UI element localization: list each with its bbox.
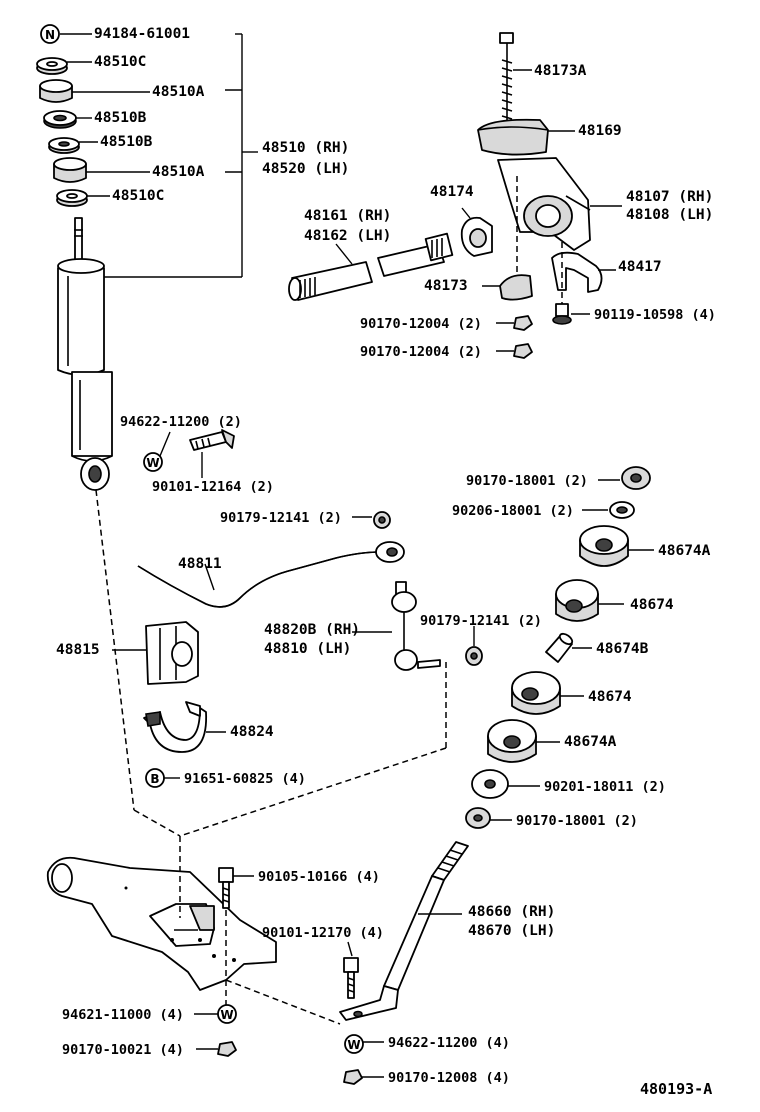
label-48107-rh: 48107 (RH) <box>626 189 714 205</box>
label-48173a: 48173A <box>534 63 587 79</box>
bolt-90101-12164 <box>189 429 235 451</box>
label-48811: 48811 <box>178 556 222 572</box>
label-94622-11200-b: 94622-11200 (4) <box>388 1035 510 1051</box>
label-48670-lh: 48670 (LH) <box>468 923 556 939</box>
bushing-48510a-top <box>39 79 73 103</box>
label-90170-18001-a: 90170-18001 (2) <box>466 473 588 489</box>
label-90179-12141-a: 90179-12141 (2) <box>220 510 342 526</box>
diagram-code: 480193-A <box>640 1080 713 1098</box>
label-48674a-lower: 48674A <box>564 734 617 750</box>
nut-90170-18001-b <box>465 807 491 829</box>
svg-text:W: W <box>220 1008 233 1022</box>
shock-absorber <box>57 217 113 491</box>
label-48674-lower: 48674 <box>588 689 632 705</box>
label-94184-61001: 94184-61001 <box>94 26 191 42</box>
label-90101-12170: 90101-12170 (4) <box>262 925 384 941</box>
label-48510a-top: 48510A <box>152 84 205 100</box>
washer-90206 <box>609 501 635 519</box>
label-90201-18011: 90201-18011 (2) <box>544 779 666 795</box>
label-90119-10598: 90119-10598 (4) <box>594 307 716 323</box>
label-48810-lh: 48810 (LH) <box>264 641 352 657</box>
label-48660-rh: 48660 (RH) <box>468 904 556 920</box>
cushion-48674a-lower <box>487 719 537 763</box>
label-48510c-lower: 48510C <box>112 188 165 204</box>
strut-bar-48660 <box>339 841 469 1021</box>
label-48162-lh: 48162 (LH) <box>304 228 392 244</box>
nut-90179-12141-b <box>465 646 483 666</box>
label-48815: 48815 <box>56 642 100 658</box>
label-90170-12004-b: 90170-12004 (2) <box>360 344 482 360</box>
cushion-48510c-lower <box>56 189 88 207</box>
washer-90201 <box>471 769 509 799</box>
svg-text:N: N <box>45 28 55 42</box>
label-48674a-upper: 48674A <box>658 543 711 559</box>
label-48510c-top: 48510C <box>94 54 147 70</box>
bracket-48107 <box>497 157 591 251</box>
cushion-48169 <box>477 118 549 156</box>
label-48820b-rh: 48820B (RH) <box>264 622 361 638</box>
collar-48674b <box>545 632 574 663</box>
washer-48510b-lower <box>48 137 80 154</box>
bushing-48510a-lower <box>53 157 87 183</box>
label-48510-rh: 48510 (RH) <box>262 140 350 156</box>
cushion-48674-lower <box>511 671 561 715</box>
lower-arm <box>46 856 277 991</box>
label-48510a-lower: 48510A <box>152 164 205 180</box>
nut-90170-12008 <box>343 1069 363 1085</box>
stabilizer-bar-48811 <box>137 541 405 608</box>
label-90170-12008: 90170-12008 (4) <box>388 1070 510 1086</box>
stabilizer-link-48820b <box>391 581 441 671</box>
cushion-48674a-upper <box>579 525 629 567</box>
label-48169: 48169 <box>578 123 622 139</box>
label-48510b-top: 48510B <box>94 110 147 126</box>
torsion-bar-48161 <box>288 232 454 301</box>
label-48510b-lower: 48510B <box>100 134 153 150</box>
label-90170-12004-a: 90170-12004 (2) <box>360 316 482 332</box>
label-48520-lh: 48520 (LH) <box>262 161 350 177</box>
label-48173: 48173 <box>424 278 468 294</box>
circle-n-marker: N <box>40 24 60 44</box>
cushion-48674-upper <box>555 579 599 622</box>
nut-90170-12004-b <box>513 343 533 359</box>
nut-90170-12004-a <box>513 315 533 331</box>
circle-w-marker-1: W <box>143 452 163 472</box>
label-90105-10166: 90105-10166 (4) <box>258 869 380 885</box>
retainer-48174 <box>460 216 493 257</box>
svg-text:W: W <box>347 1038 360 1052</box>
label-90170-18001-b: 90170-18001 (2) <box>516 813 638 829</box>
bracket-48417 <box>551 251 603 293</box>
label-48674-upper: 48674 <box>630 597 674 613</box>
circle-w-marker-3: W <box>344 1034 364 1054</box>
label-91651-60825: 91651-60825 (4) <box>184 771 306 787</box>
label-90206-18001: 90206-18001 (2) <box>452 503 574 519</box>
bolt-90101-12170 <box>343 957 359 999</box>
label-90101-12164: 90101-12164 (2) <box>152 479 274 495</box>
label-48674b: 48674B <box>596 641 649 657</box>
cushion-48510c-top <box>36 57 68 75</box>
bushing-48815 <box>145 621 199 685</box>
svg-text:B: B <box>150 772 159 786</box>
label-48824: 48824 <box>230 724 274 740</box>
label-94621-11000: 94621-11000 (4) <box>62 1007 184 1023</box>
label-48174: 48174 <box>430 184 474 200</box>
bracket-48824 <box>143 701 207 753</box>
label-90170-10021: 90170-10021 (4) <box>62 1042 184 1058</box>
bolt-90119 <box>552 303 572 325</box>
circle-w-marker-2: W <box>217 1004 237 1024</box>
nut-90170-10021 <box>217 1041 237 1057</box>
washer-48510b-top <box>43 110 77 129</box>
label-90179-12141-b: 90179-12141 (2) <box>420 613 542 629</box>
label-48417: 48417 <box>618 259 662 275</box>
label-48108-lh: 48108 (LH) <box>626 207 714 223</box>
bolt-90105-10166 <box>218 867 234 909</box>
nut-90170-18001-a <box>621 466 651 490</box>
nut-90179-12141-a <box>373 511 391 529</box>
label-48161-rh: 48161 (RH) <box>304 208 392 224</box>
seat-48173 <box>499 274 533 301</box>
svg-text:W: W <box>146 456 159 470</box>
label-94622-11200-a: 94622-11200 (2) <box>120 414 242 430</box>
circle-b-marker: B <box>145 768 165 788</box>
